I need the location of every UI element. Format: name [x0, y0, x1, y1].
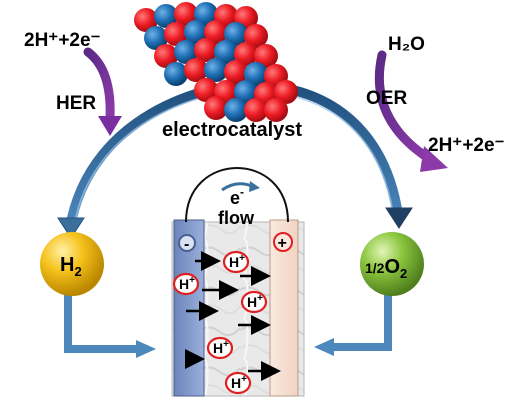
o2-lead-line [332, 290, 392, 351]
electrocatalyst-spheres [134, 2, 298, 122]
catalyst-sphere-red [234, 42, 258, 66]
h2-sphere [40, 232, 104, 296]
catalyst-sphere-red [204, 20, 228, 44]
catalyst-sphere-blue [164, 62, 188, 86]
catalyst-sphere-red [154, 44, 178, 68]
proton-label: H+ [179, 275, 195, 292]
catalyst-sphere-red [164, 22, 188, 46]
catalyst-sphere-blue [214, 40, 238, 64]
catalyst-sphere-red [194, 78, 218, 102]
oer-output-label: 2H⁺+2e⁻ [428, 135, 505, 156]
electron-flow-arrowhead [249, 181, 260, 192]
catalyst-sphere-red [264, 98, 288, 122]
catalyst-sphere-blue [144, 26, 168, 50]
catalyst-sphere-red [244, 98, 268, 122]
proton-4: H+ [206, 336, 234, 360]
catalyst-sphere-red [174, 2, 198, 26]
o2-sphere [360, 232, 424, 296]
proton-2: H+ [172, 272, 200, 296]
catalyst-sphere-red [134, 8, 158, 32]
proton-label: H+ [247, 293, 263, 310]
catalyst-sphere-blue [224, 22, 248, 46]
proton-circle [224, 371, 252, 395]
catalyst-sphere-red [204, 96, 228, 120]
catalyst-sphere-red [184, 58, 208, 82]
loop-arrowhead-left [57, 217, 85, 239]
minus-sign-circle [178, 234, 196, 252]
catalyst-sphere-blue [174, 40, 198, 64]
o2-lead-arrowhead [314, 338, 334, 356]
catalyst-label: electrocatalyst [162, 119, 302, 141]
electron-label: e- [230, 185, 244, 208]
catalyst-sphere-red [274, 80, 298, 104]
catalyst-sphere-blue [224, 98, 248, 122]
proton-3: H+ [240, 290, 268, 314]
her-input-label: 2H⁺+2e⁻ [24, 30, 101, 51]
oer-arrowhead [420, 146, 448, 172]
catalyst-sphere-red [254, 44, 278, 68]
catalyst-sphere-blue [194, 2, 218, 26]
proton-circle [206, 336, 234, 360]
proton-label: H+ [229, 253, 245, 270]
catalyst-sphere-blue [234, 80, 258, 104]
catalyst-sphere-red [194, 38, 218, 62]
proton-arrows [185, 251, 281, 381]
proton-circle [172, 272, 200, 296]
h2-lead-line [64, 292, 138, 353]
catalyst-sphere-red [244, 24, 268, 48]
proton-circle [240, 290, 268, 314]
proton-label: H+ [231, 374, 247, 391]
water-label: H₂O [388, 34, 425, 55]
oer-label: OER [366, 88, 407, 109]
catalyst-sphere-red [224, 60, 248, 84]
plus-sign: + [278, 235, 287, 252]
her-label: HER [56, 93, 96, 114]
minus-sign: - [184, 236, 189, 253]
plus-sign-circle [273, 232, 293, 252]
loop-arrowhead-right [385, 207, 413, 229]
electron-flow-arrow [221, 182, 253, 192]
her-arrowhead [98, 116, 122, 136]
her-arrow [83, 47, 115, 123]
catalyst-sphere-blue [154, 4, 178, 28]
h2-lead-arrowhead [136, 340, 156, 358]
proton-1: H+ [222, 250, 250, 274]
oer-arrow [374, 50, 433, 163]
catalyst-sphere-blue [244, 62, 268, 86]
o2-label: 1/2O2 [365, 256, 407, 281]
external-wire [185, 167, 289, 223]
catalyst-sphere-blue [204, 58, 228, 82]
proton-circle [222, 250, 250, 274]
proton-label: H+ [213, 339, 229, 356]
protons: H+ H+ H+ H+ H+ [172, 250, 268, 395]
proton-5: H+ [224, 371, 252, 395]
h2-label: H2 [60, 254, 82, 279]
flow-label: flow [218, 208, 255, 228]
catalyst-sphere-blue [184, 20, 208, 44]
